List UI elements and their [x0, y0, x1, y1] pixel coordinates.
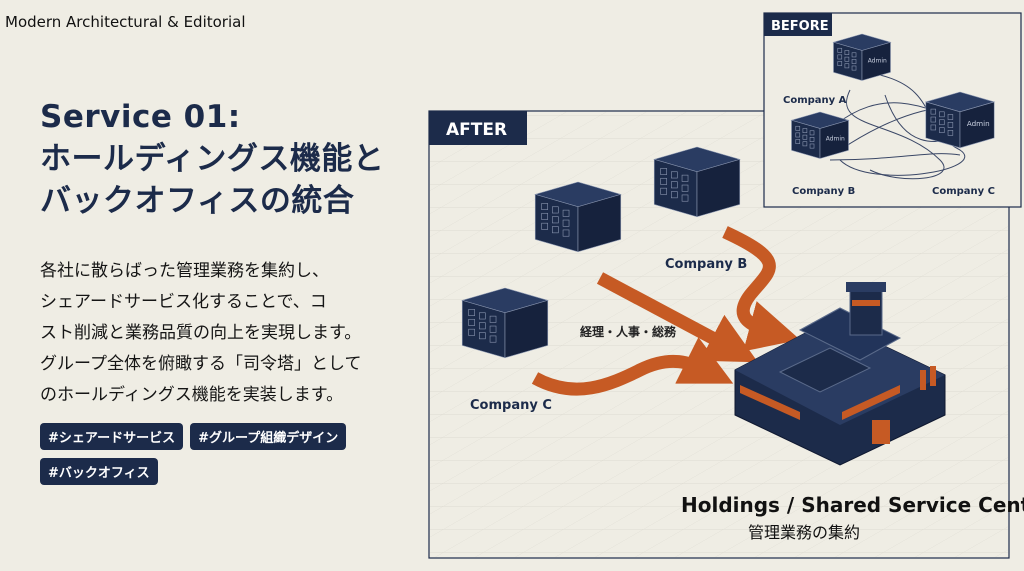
window-icon [562, 219, 570, 227]
window-icon [851, 65, 857, 71]
window-icon [541, 212, 548, 220]
window-icon [844, 56, 850, 62]
window-icon [851, 59, 857, 64]
window-icon [489, 325, 497, 333]
window-icon [489, 335, 497, 343]
tag-list: #シェアードサービス #グループ組織デザイン #バックオフィス [40, 423, 380, 485]
before-label: BEFORE [771, 19, 829, 34]
flow-arrows [531, 226, 801, 396]
window-icon [681, 184, 689, 192]
window-icon [809, 137, 815, 142]
window-icon [802, 128, 808, 133]
window-icon [809, 143, 815, 149]
window-icon [468, 318, 475, 326]
window-icon [809, 130, 815, 136]
window-icon [802, 141, 808, 147]
window-icon [795, 132, 801, 138]
window-icon [468, 328, 475, 336]
window-icon [660, 187, 667, 195]
window-icon [851, 52, 857, 58]
window-icon [479, 312, 486, 320]
title-line: バックオフィスの統合 [40, 183, 355, 219]
functions-label: 経理・人事・総務 [580, 324, 677, 339]
window-icon [844, 63, 850, 69]
company-b-building [653, 146, 741, 218]
window-icon [939, 127, 945, 133]
window-icon [562, 209, 570, 217]
admin-sign: Admin [826, 136, 845, 143]
window-icon [837, 61, 843, 66]
window-icon [947, 122, 954, 128]
window-icon [930, 124, 937, 131]
window-icon [660, 177, 667, 185]
title-line: ホールディングス機能と [40, 141, 385, 177]
window-icon [947, 114, 954, 120]
before-company-a-building: Admin [832, 33, 892, 81]
before-company-c-building: Admin [924, 91, 996, 149]
window-icon [802, 134, 808, 140]
window-icon [844, 50, 850, 55]
window-icon [671, 171, 678, 179]
description: 各社に散らばった管理業務を集約し、 シェアードサービス化することで、コ スト削減… [40, 256, 380, 411]
company-b-label: Company B [665, 257, 747, 272]
window-icon [552, 216, 559, 224]
window-icon [562, 229, 570, 237]
window-icon [795, 139, 801, 144]
tag-badge[interactable]: #バックオフィス [40, 458, 158, 485]
arrow-company-c [531, 337, 734, 396]
before-company-b-label: Company B [792, 186, 855, 197]
description-line: スト削減と業務品質の向上を実現します。 [40, 323, 362, 343]
window-icon [681, 174, 689, 182]
description-line: シェアードサービス化することで、コ [40, 292, 327, 312]
arrow-company-b [722, 226, 801, 352]
company-c-building [461, 287, 549, 359]
before-company-c-label: Company C [932, 186, 995, 197]
company-c-label: Company C [470, 398, 552, 413]
window-icon [489, 315, 497, 323]
admin-sign: Admin [967, 119, 990, 128]
hq-subtitle: 管理業務の集約 [748, 523, 860, 542]
after-label: AFTER [446, 120, 507, 140]
window-icon [552, 226, 559, 234]
window-icon [660, 168, 667, 175]
window-icon [541, 222, 548, 230]
window-icon [837, 47, 843, 53]
window-icon [939, 119, 945, 126]
hq-building [734, 282, 946, 466]
hq-title: Holdings / Shared Service Center [681, 493, 1024, 517]
window-icon [479, 332, 486, 340]
tag-badge[interactable]: #シェアードサービス [40, 423, 184, 450]
company-a-building [534, 181, 622, 253]
before-company-a-label: Company A [783, 95, 847, 106]
window-icon [837, 54, 843, 60]
window-icon [795, 125, 801, 131]
description-line: 各社に散らばった管理業務を集約し、 [40, 261, 329, 281]
window-icon [930, 108, 937, 115]
page-title: Service 01: ホールディングス機能と バックオフィスの統合 [40, 96, 384, 222]
title-line: Service 01: [40, 99, 241, 135]
admin-sign: Admin [868, 58, 887, 65]
description-line: グループ全体を俯瞰する「司令塔」として [40, 354, 362, 374]
description-line: のホールディングス機能を実装します。 [40, 385, 344, 405]
window-icon [947, 130, 954, 136]
tag-badge[interactable]: #グループ組織デザイン [190, 423, 347, 450]
window-icon [939, 111, 945, 118]
window-icon [671, 181, 678, 189]
window-icon [671, 191, 678, 199]
window-icon [468, 309, 475, 316]
window-icon [541, 203, 548, 210]
after-label-box [429, 111, 527, 145]
window-icon [479, 322, 486, 330]
window-icon [552, 206, 559, 214]
before-company-b-building: Admin [790, 111, 850, 159]
brand-label: Modern Architectural & Editorial [5, 13, 246, 31]
window-icon [930, 116, 937, 123]
window-icon [681, 194, 689, 202]
